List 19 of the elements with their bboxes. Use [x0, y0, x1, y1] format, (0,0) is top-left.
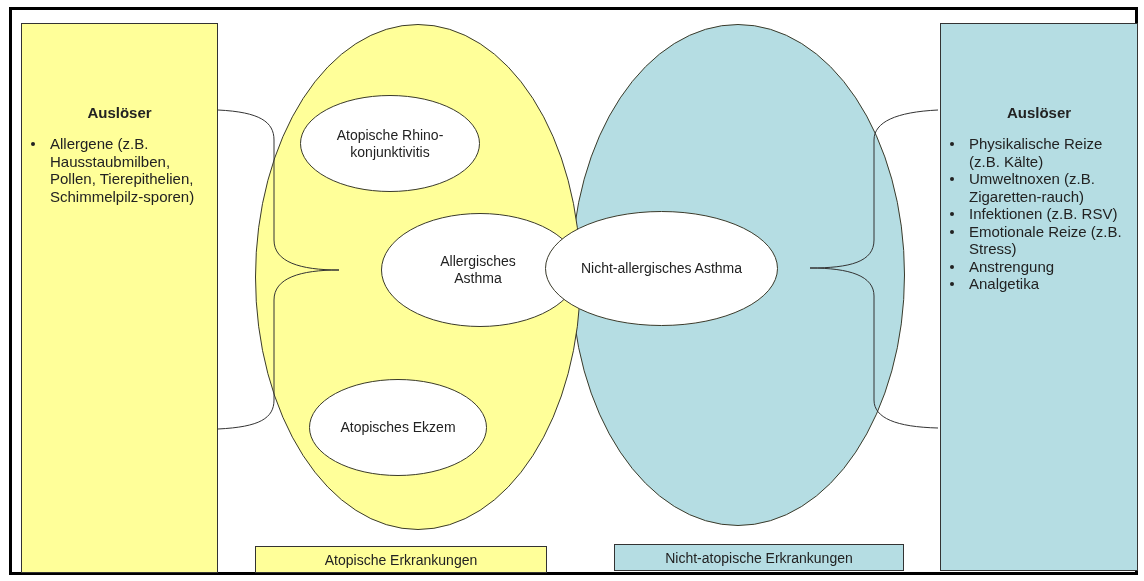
category-label: [255, 546, 547, 573]
disease-name: Nicht-allergisches Asthma: [580, 260, 743, 277]
list-item: Umweltnoxen (z.B. Zigaretten-rauch): [969, 170, 1095, 205]
category-text: Nicht-atopische Erkrankungen: [665, 549, 853, 566]
category-text: Atopische Erkrankungen: [324, 551, 478, 568]
disease-name: Atopisches Ekzem: [340, 419, 456, 436]
panel-heading: Auslöser: [1005, 104, 1073, 121]
disease-name: Atopische Rhino-konjunktivitis: [335, 126, 445, 161]
list-item: Allergene (z.B. Hausstaubmilben, Pollen, Tierepithelien, Schimmelpilz-sporen): [50, 135, 195, 205]
panel-heading: Auslöser: [86, 104, 153, 121]
list-item: Infektionen (z.B. RSV): [969, 205, 1118, 222]
disease-name: Allergisches Asthma: [439, 253, 517, 287]
trigger-panel: [21, 23, 218, 573]
list-item: Physikalische Reize (z.B. Kälte): [969, 135, 1103, 170]
list-item: Analgetika: [969, 275, 1040, 292]
category-label: [614, 544, 904, 571]
trigger-panel: [940, 23, 1138, 571]
list-item: Emotionale Reize (z.B. Stress): [969, 222, 1122, 257]
list-item: Anstrengung: [969, 257, 1055, 275]
